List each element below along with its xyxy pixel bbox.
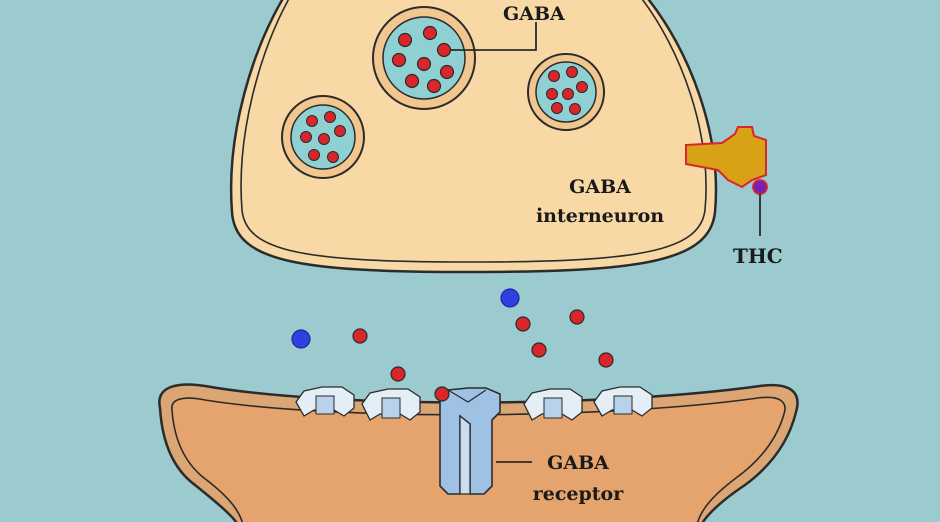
gaba-molecule bbox=[352, 328, 368, 344]
gaba-molecule bbox=[300, 131, 312, 143]
gaba-molecule bbox=[324, 111, 336, 123]
receptor-subunit-2 bbox=[361, 388, 421, 421]
label-gaba-interneuron-line2: interneuron bbox=[535, 205, 665, 227]
gaba-molecule bbox=[327, 151, 339, 163]
gaba-molecule bbox=[551, 102, 563, 114]
gaba-molecule bbox=[598, 352, 614, 368]
blue-molecule bbox=[500, 288, 520, 308]
gaba-molecule bbox=[569, 309, 585, 325]
thc-molecule bbox=[752, 179, 768, 195]
gaba-molecule bbox=[569, 103, 581, 115]
label-gaba-receptor-line2: receptor bbox=[532, 483, 624, 505]
gaba-molecule bbox=[576, 81, 588, 93]
vesicle-large bbox=[372, 6, 476, 110]
gaba-molecule bbox=[531, 342, 547, 358]
label-gaba-receptor-line1: GABA bbox=[547, 452, 609, 474]
gaba-molecule bbox=[308, 149, 320, 161]
presynaptic-membrane-inner bbox=[240, 0, 707, 263]
gaba-molecule bbox=[426, 78, 442, 94]
gaba-molecule bbox=[515, 316, 531, 332]
gaba-molecule bbox=[562, 88, 574, 100]
gaba-molecule-bound bbox=[434, 386, 450, 402]
blue-molecule bbox=[291, 329, 311, 349]
receptor-subunit-4 bbox=[593, 386, 653, 417]
cannabinoid-receptor bbox=[685, 126, 767, 189]
gaba-molecule bbox=[390, 366, 406, 382]
receptor-subunit-1 bbox=[295, 386, 355, 417]
gaba-label-leader bbox=[450, 22, 537, 51]
gaba-molecule bbox=[318, 133, 330, 145]
gaba-molecule bbox=[404, 73, 420, 89]
gaba-molecule bbox=[416, 56, 432, 72]
label-gaba-vesicle: GABA bbox=[503, 3, 565, 25]
vesicle-right bbox=[527, 53, 605, 131]
gaba-molecule bbox=[436, 42, 452, 58]
gaba-molecule bbox=[548, 70, 560, 82]
label-thc: THC bbox=[733, 244, 783, 268]
vesicle-left bbox=[281, 95, 365, 179]
gaba-molecule bbox=[439, 64, 455, 80]
label-gaba-interneuron-line1: GABA bbox=[569, 176, 631, 198]
gaba-molecule bbox=[546, 88, 558, 100]
gaba-molecule bbox=[306, 115, 318, 127]
gaba-molecule bbox=[391, 52, 407, 68]
gaba-molecule bbox=[397, 32, 413, 48]
receptor-subunit-3 bbox=[523, 388, 583, 421]
gaba-molecule bbox=[334, 125, 346, 137]
gaba-molecule bbox=[566, 66, 578, 78]
gaba-receptor-channel bbox=[439, 387, 501, 495]
gaba-molecule bbox=[422, 25, 438, 41]
